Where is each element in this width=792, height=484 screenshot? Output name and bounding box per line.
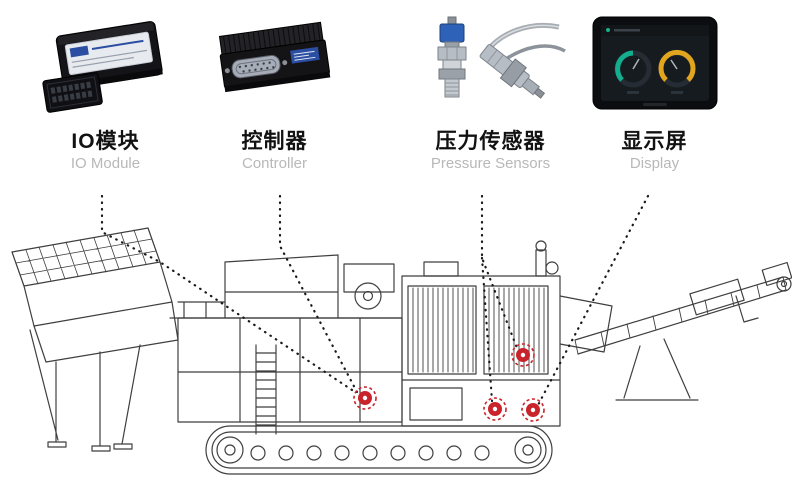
sensor-marker: [483, 397, 507, 421]
leader-pressure-1: [480, 194, 519, 350]
sensor-marker: [521, 398, 545, 422]
controller-label-en: Controller: [241, 155, 308, 173]
io-module-photo: [18, 8, 193, 122]
leader-lines: [100, 194, 650, 409]
leader-controller: [278, 194, 359, 394]
io-module-image: [41, 21, 163, 113]
engine-grilles: [407, 285, 549, 375]
leader-display: [535, 194, 650, 409]
product-io-module: IO模块 IO Module: [18, 8, 193, 173]
controller-image: [218, 21, 330, 93]
feeder-screen: [11, 227, 161, 287]
display-label-en: Display: [629, 155, 680, 173]
pressure-sensors-label-zh: 压力传感器: [435, 130, 546, 153]
product-pressure-sensors: 压力传感器 Pressure Sensors: [398, 8, 583, 173]
pressure-sensors-image: [437, 16, 566, 99]
sensor-marker: [511, 343, 535, 367]
leader-io-module: [100, 194, 354, 392]
engine-enclosure: [401, 240, 561, 427]
hopper-supports: [23, 261, 179, 452]
product-controller: 控制器 Controller: [192, 8, 357, 173]
io-module-label-en: IO Module: [70, 155, 141, 173]
crawler-track: [205, 425, 553, 475]
sensor-marker: [353, 386, 377, 410]
display-photo: [572, 8, 737, 122]
pressure-sensors-photo: [398, 8, 583, 122]
sensor-markers: [353, 343, 545, 422]
controller-photo: [192, 8, 357, 122]
controller-label-zh: 控制器: [241, 130, 308, 153]
leader-pressure-2: [480, 256, 494, 403]
display-image: [592, 16, 717, 110]
product-display: 显示屏 Display: [572, 8, 737, 173]
display-label-zh: 显示屏: [621, 130, 688, 153]
pressure-sensors-label-en: Pressure Sensors: [430, 155, 551, 173]
access-ladder: [255, 344, 277, 435]
io-module-label-zh: IO模块: [71, 130, 140, 153]
discharge-conveyor: [559, 261, 792, 401]
